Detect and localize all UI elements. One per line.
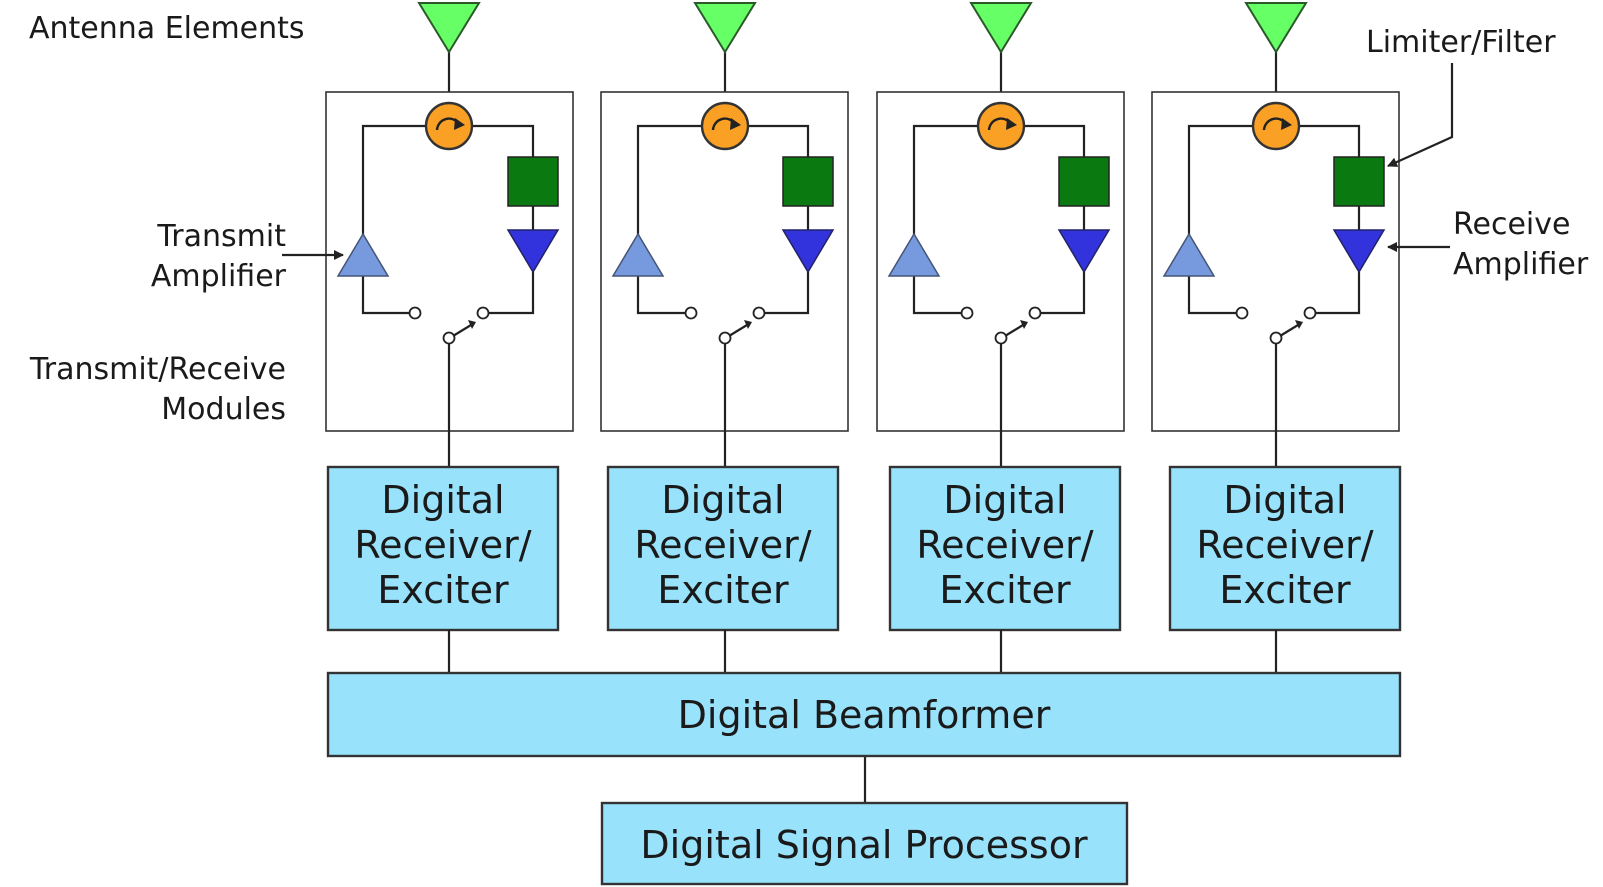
- switch-icon: [684, 306, 766, 345]
- circulator-icon: [1251, 101, 1301, 151]
- receive-branch-wire: [1300, 124, 1361, 157]
- digital-receiver-exciter-label-line2: Receiver/: [916, 523, 1093, 567]
- receive-amplifier-label-line2: Amplifier: [1453, 247, 1589, 282]
- labels-layer: Antenna Elements Limiter/Filter Transmit…: [29, 11, 1589, 427]
- digital-signal-processor-label: Digital Signal Processor: [640, 823, 1088, 867]
- limiter-filter-icon: [1058, 156, 1110, 207]
- transmit-to-switch-wire: [636, 276, 691, 315]
- digital-signal-processor: [600, 801, 1129, 886]
- antenna-icon: [1244, 2, 1308, 54]
- antenna-icon: [693, 2, 757, 54]
- circulator-icon: [976, 101, 1026, 151]
- receive-branch-wire: [1025, 124, 1086, 157]
- antenna-icon: [969, 2, 1033, 54]
- receive-amplifier-icon: [781, 229, 835, 274]
- tr-modules-label-line2: Modules: [161, 392, 286, 427]
- digital-receiver-exciter-label-line1: Digital: [381, 478, 504, 522]
- switch-icon: [1235, 306, 1317, 345]
- transmit-amplifier-icon: [336, 232, 390, 277]
- digital-receiver-exciter: [1168, 465, 1402, 632]
- backend-layer: Digital Beamformer Digital Signal Proces…: [326, 671, 1402, 886]
- channels-layer: DigitalReceiver/ExciterDigitalReceiver/E…: [325, 2, 1402, 673]
- transmit-to-switch-wire: [361, 276, 415, 315]
- digital-receiver-exciter-label-line2: Receiver/: [354, 523, 531, 567]
- digital-receiver-exciter-label-line3: Exciter: [657, 568, 789, 612]
- receive-amplifier-icon: [1332, 229, 1386, 274]
- antenna-icon: [417, 2, 481, 54]
- transmit-branch-wire: [912, 124, 977, 241]
- transmit-branch-wire: [361, 124, 425, 241]
- receive-to-switch-wire: [759, 272, 810, 315]
- switch-icon: [960, 306, 1042, 345]
- transmit-to-switch-wire: [912, 276, 967, 315]
- receive-amplifier-icon: [1057, 229, 1111, 274]
- transmit-amplifier-icon: [1162, 232, 1216, 277]
- circulator-icon: [424, 101, 474, 151]
- digital-receiver-exciter-label-line2: Receiver/: [1196, 523, 1373, 567]
- digital-receiver-exciter: [606, 465, 840, 632]
- receive-amplifier-icon: [506, 229, 560, 274]
- transmit-branch-wire: [1187, 124, 1252, 241]
- digital-receiver-exciter-label-line3: Exciter: [939, 568, 1071, 612]
- transmit-amplifier-icon: [887, 232, 941, 277]
- receive-to-switch-wire: [483, 272, 535, 315]
- digital-receiver-exciter-label-line1: Digital: [943, 478, 1066, 522]
- digital-receiver-exciter-label-line3: Exciter: [377, 568, 509, 612]
- transmit-to-switch-wire: [1187, 276, 1242, 315]
- transmit-amplifier-icon: [611, 232, 665, 277]
- transmit-amplifier-label-line2: Amplifier: [151, 259, 287, 294]
- receive-branch-wire: [749, 124, 810, 157]
- digital-receiver-exciter: [326, 465, 560, 632]
- receive-amplifier-label-line1: Receive: [1453, 207, 1570, 242]
- digital-receiver-exciter: [888, 465, 1122, 632]
- limiter-filter-pointer: [1387, 63, 1454, 168]
- limiter-filter-icon: [1333, 156, 1385, 207]
- limiter-filter-label: Limiter/Filter: [1366, 25, 1556, 60]
- digital-receiver-exciter-label-line2: Receiver/: [634, 523, 811, 567]
- antenna-elements-label: Antenna Elements: [29, 11, 305, 46]
- receive-branch-wire: [473, 124, 535, 157]
- transmit-branch-wire: [636, 124, 701, 241]
- receive-to-switch-wire: [1035, 272, 1086, 315]
- digital-receiver-exciter-label-line1: Digital: [661, 478, 784, 522]
- circulator-icon: [700, 101, 750, 151]
- digital-receiver-exciter-label-line3: Exciter: [1219, 568, 1351, 612]
- digital-receiver-exciter-label-line1: Digital: [1223, 478, 1346, 522]
- receive-to-switch-wire: [1310, 272, 1361, 315]
- digital-beamformer: [326, 671, 1402, 758]
- tr-modules-label-line1: Transmit/Receive: [29, 352, 286, 387]
- limiter-filter-icon: [507, 156, 559, 207]
- digital-beamformer-label: Digital Beamformer: [678, 693, 1051, 737]
- limiter-filter-icon: [782, 156, 834, 207]
- switch-icon: [408, 306, 490, 345]
- transmit-amplifier-label-line1: Transmit: [156, 219, 286, 254]
